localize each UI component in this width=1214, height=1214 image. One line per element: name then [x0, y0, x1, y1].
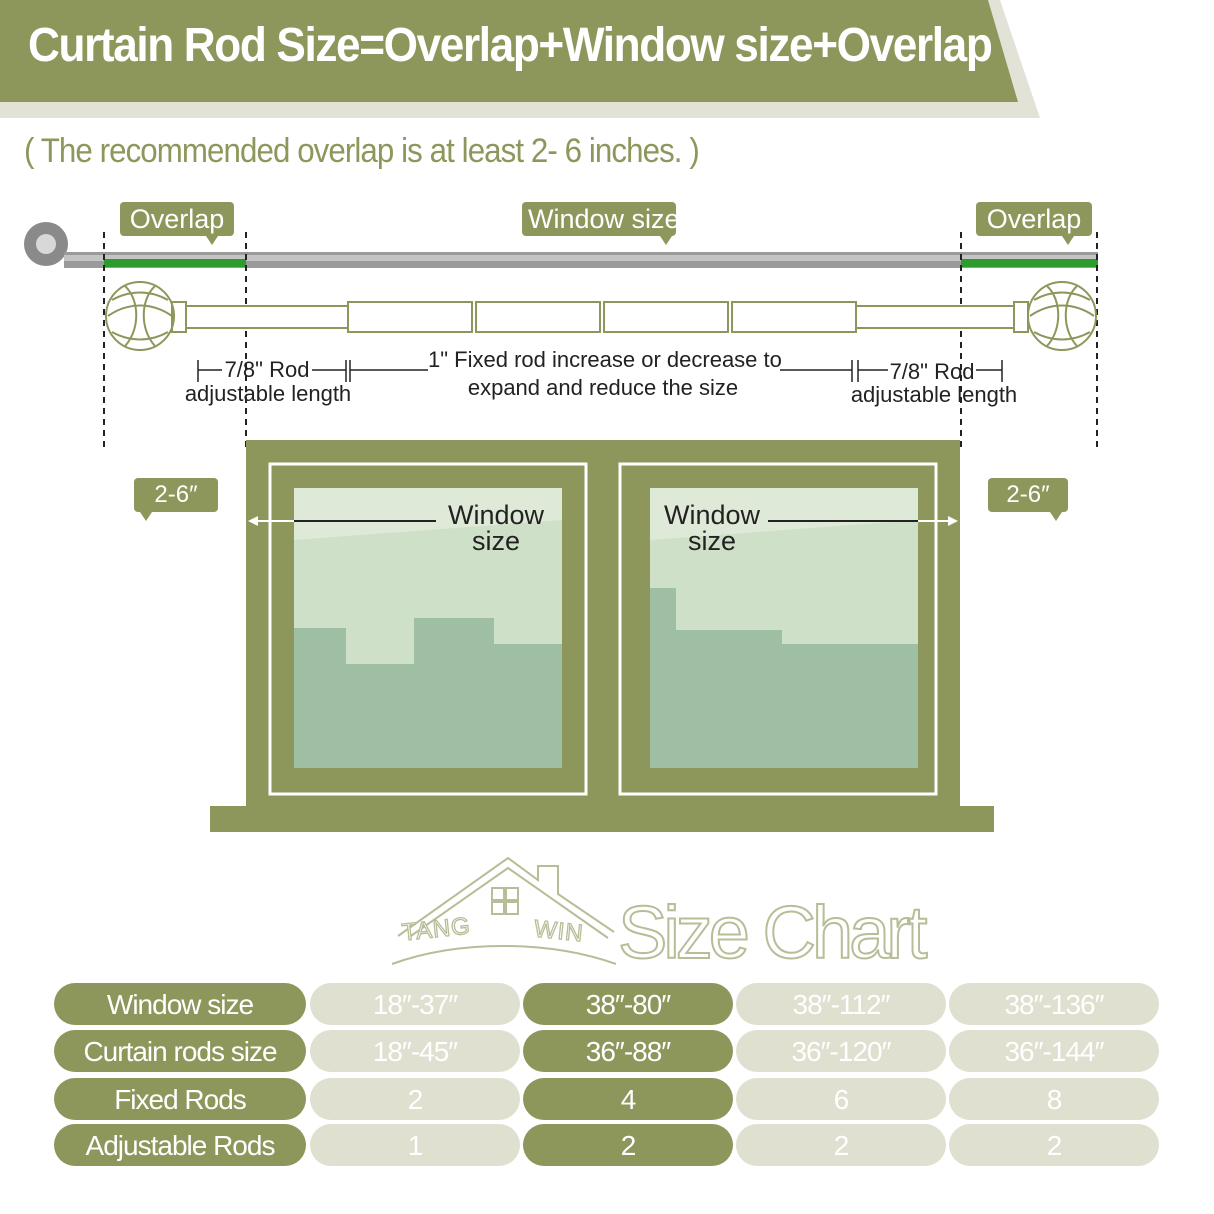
window-illustration: [210, 440, 994, 832]
tape-measure-icon: [24, 222, 1098, 268]
page-subtitle: ( The recommended overlap is at least 2-…: [24, 132, 700, 170]
page-title: Curtain Rod Size=Overlap+Window size+Ove…: [28, 19, 993, 72]
size-chart-cell: 36″-120″: [736, 1030, 946, 1072]
tag-pointer-icon: [1050, 512, 1062, 521]
house-logo-icon: [391, 856, 617, 965]
size-chart-cell: 2: [310, 1078, 520, 1120]
rod-left-label-line2: adjustable length: [184, 381, 352, 406]
window-left-label-line2: size: [471, 526, 520, 556]
window-right-label-line2: size: [687, 526, 736, 556]
size-chart-cell: 2: [949, 1124, 1159, 1166]
logo-brand-part-2: WIN: [532, 915, 586, 948]
size-chart-cell: 6: [736, 1078, 946, 1120]
finial-left-icon: [105, 281, 175, 351]
size-chart-cell: 2: [523, 1124, 733, 1166]
rod-right-label-line1: 7/8" Rod: [889, 359, 975, 384]
size-chart-cell: 38″-80″: [523, 983, 733, 1025]
overlap-left-tag: Overlap: [120, 202, 234, 236]
dashed-guides: [103, 232, 1098, 450]
size-chart-row-label: Curtain rods size: [54, 1030, 306, 1072]
tag-pointer-icon: [140, 512, 152, 521]
size-chart-cell: 4: [523, 1078, 733, 1120]
window-left-label: Window size: [438, 500, 554, 556]
size-chart-cell: 1: [310, 1124, 520, 1166]
tag-pointer-icon: [1062, 236, 1074, 245]
size-chart-cell: 18″-45″: [310, 1030, 520, 1072]
window-left-label-line1: Window: [447, 500, 545, 530]
dimension-lines: [197, 360, 1003, 382]
curtain-rod: [171, 301, 1029, 333]
size-chart-cell: 38″-112″: [736, 983, 946, 1025]
finial-right-icon: [1027, 281, 1097, 351]
rod-left-label-line1: 7/8" Rod: [224, 357, 310, 382]
size-chart-cell: 36″-144″: [949, 1030, 1159, 1072]
side-right-tag: 2-6″: [988, 478, 1068, 512]
fixed-rod-label-line2: expand and reduce the size: [467, 375, 739, 400]
size-chart-cell: 38″-136″: [949, 983, 1159, 1025]
size-chart-cell: 2: [736, 1124, 946, 1166]
window-right-label: Window size: [654, 500, 770, 556]
size-chart-row-label: Fixed Rods: [54, 1078, 306, 1120]
rod-right-label-line2: adjustable length: [850, 382, 1018, 407]
tag-pointer-icon: [660, 236, 672, 245]
header-band: [0, 0, 1040, 118]
tag-pointer-icon: [206, 236, 218, 245]
size-chart-row-label: Window size: [54, 983, 306, 1025]
size-chart-row-label: Adjustable Rods: [54, 1124, 306, 1166]
side-left-tag: 2-6″: [134, 478, 218, 512]
fixed-rod-label-line1: 1" Fixed rod increase or decrease to: [428, 347, 782, 372]
window-size-tag: Window size: [522, 202, 680, 236]
size-chart-cell: 18″-37″: [310, 983, 520, 1025]
size-chart-cell: 36″-88″: [523, 1030, 733, 1072]
window-right-label-line1: Window: [663, 500, 761, 530]
size-chart-title: Size Chart: [617, 890, 928, 975]
overlap-right-tag: Overlap: [976, 202, 1092, 236]
rod-window-diagram: [24, 222, 1098, 832]
size-chart-cell: 8: [949, 1078, 1159, 1120]
